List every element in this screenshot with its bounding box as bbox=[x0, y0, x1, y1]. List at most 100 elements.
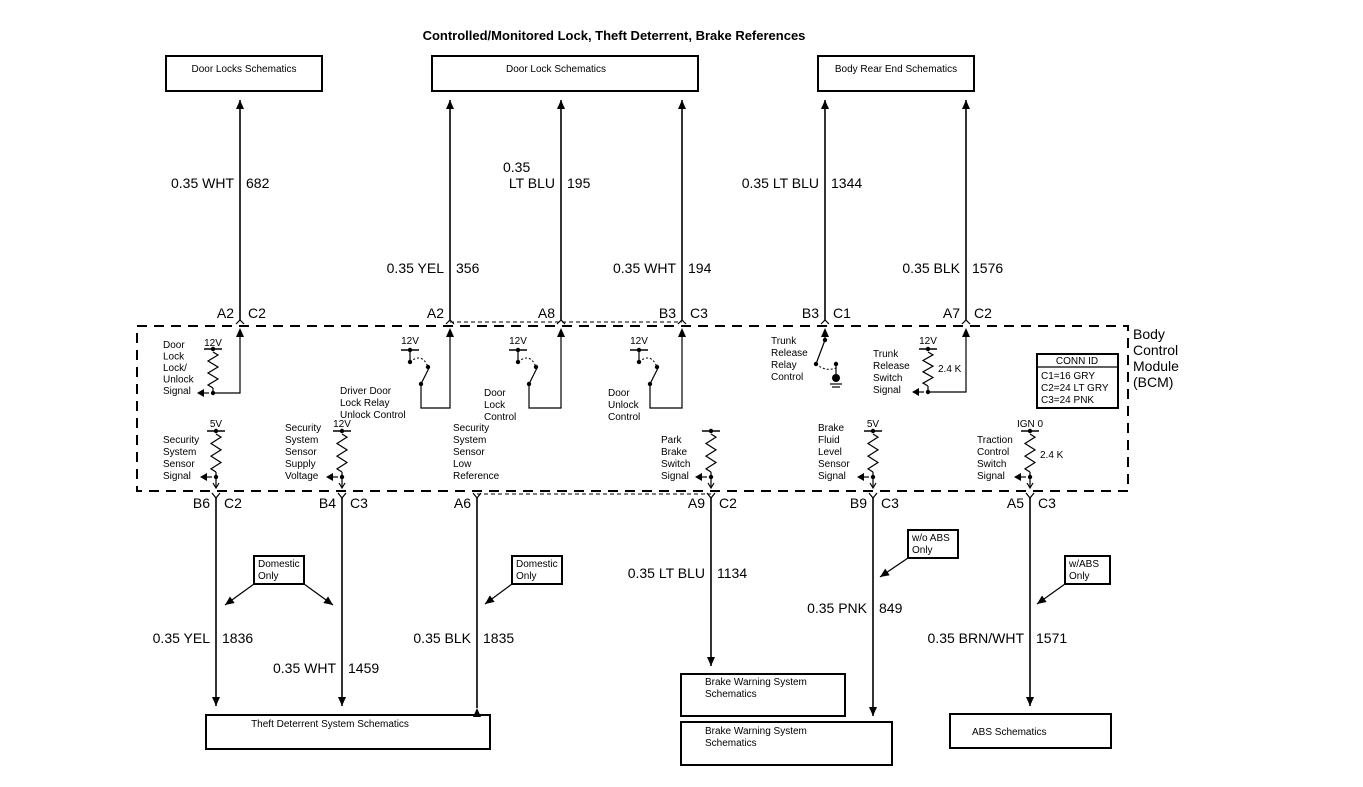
svg-text:Sensor: Sensor bbox=[163, 459, 195, 470]
conn-id-row: C3=24 PNK bbox=[1041, 395, 1094, 406]
pin-label: B4 bbox=[319, 495, 336, 511]
svg-text:Door: Door bbox=[484, 388, 506, 399]
svg-text:Security: Security bbox=[163, 435, 199, 446]
svg-text:Brake Warning System: Brake Warning System bbox=[705, 677, 807, 688]
conn-id-row: C2=24 LT GRY bbox=[1041, 383, 1109, 394]
top-box-door-lock[interactable]: Door Lock Schematics bbox=[431, 55, 699, 92]
circuit-number: 195 bbox=[567, 175, 591, 191]
svg-text:System: System bbox=[285, 435, 318, 446]
top-box-body-rear-end[interactable]: Body Rear End Schematics bbox=[817, 55, 975, 92]
svg-text:12V: 12V bbox=[509, 336, 527, 347]
circuit-number: 1835 bbox=[483, 630, 514, 646]
svg-text:Door: Door bbox=[163, 340, 185, 351]
svg-text:12V: 12V bbox=[919, 336, 937, 347]
svg-text:Switch: Switch bbox=[977, 459, 1006, 470]
wire-color: 0.35 LT BLU bbox=[742, 175, 819, 191]
svg-text:Control: Control bbox=[484, 412, 516, 423]
svg-text:Unlock Control: Unlock Control bbox=[340, 410, 406, 421]
svg-text:IGN 0: IGN 0 bbox=[1017, 419, 1044, 430]
svg-text:Signal: Signal bbox=[163, 471, 191, 482]
svg-text:Unlock: Unlock bbox=[163, 375, 195, 386]
wire-color: 0.35 WHT bbox=[613, 260, 676, 276]
bottom-box-brake-warning-1[interactable]: Brake Warning System Schematics bbox=[680, 673, 846, 717]
svg-text:Switch: Switch bbox=[873, 373, 902, 384]
conn-id-row: C1=16 GRY bbox=[1041, 371, 1095, 382]
bcm-boundary bbox=[136, 325, 1129, 492]
svg-text:Signal: Signal bbox=[977, 471, 1005, 482]
connector-label: C1 bbox=[833, 305, 851, 321]
svg-text:Traction: Traction bbox=[977, 435, 1013, 446]
circuit-number: 1576 bbox=[972, 260, 1003, 276]
svg-text:Body: Body bbox=[1133, 326, 1165, 342]
svg-text:Control: Control bbox=[977, 447, 1009, 458]
pin-label: B3 bbox=[659, 305, 676, 321]
pin-label: A8 bbox=[538, 305, 555, 321]
pin-label: A9 bbox=[688, 495, 705, 511]
svg-text:Park: Park bbox=[661, 435, 683, 446]
svg-text:Brake: Brake bbox=[818, 423, 845, 434]
connector-label: C2 bbox=[974, 305, 992, 321]
connector-label: C2 bbox=[248, 305, 266, 321]
svg-text:12V: 12V bbox=[333, 419, 351, 430]
svg-text:System: System bbox=[163, 447, 196, 458]
wire-color: 0.35 PNK bbox=[807, 600, 868, 616]
svg-text:Schematics: Schematics bbox=[705, 689, 757, 700]
svg-text:w/ABS: w/ABS bbox=[1068, 559, 1099, 570]
svg-text:Driver Door: Driver Door bbox=[340, 386, 392, 397]
bottom-box-theft-deterrent[interactable]: Theft Deterrent System Schematics bbox=[205, 714, 491, 750]
svg-text:Control: Control bbox=[608, 412, 640, 423]
svg-text:Door: Door bbox=[608, 388, 630, 399]
svg-text:Unlock: Unlock bbox=[608, 400, 640, 411]
pin-label: B9 bbox=[850, 495, 867, 511]
pin-label: A6 bbox=[454, 495, 471, 511]
svg-text:Level: Level bbox=[818, 447, 842, 458]
svg-text:Low: Low bbox=[453, 459, 472, 470]
svg-text:Only: Only bbox=[912, 545, 933, 556]
svg-text:Signal: Signal bbox=[661, 471, 689, 482]
svg-text:ABS Schematics: ABS Schematics bbox=[972, 727, 1046, 738]
bottom-box-brake-warning-2[interactable]: Brake Warning System Schematics bbox=[680, 721, 893, 766]
circuit-number: 1459 bbox=[348, 660, 379, 676]
svg-text:Trunk: Trunk bbox=[771, 336, 797, 347]
svg-text:12V: 12V bbox=[630, 336, 648, 347]
top-box-door-locks[interactable]: Door Locks Schematics bbox=[165, 55, 323, 92]
bottom-circuit-1835[interactable]: 0.35 BLK 1835 A6 bbox=[413, 492, 514, 717]
svg-text:Signal: Signal bbox=[873, 385, 901, 396]
wire-color: 0.35 LT BLU bbox=[628, 565, 705, 581]
svg-text:Theft Deterrent System Schemat: Theft Deterrent System Schematics bbox=[251, 719, 409, 730]
pin-label: B3 bbox=[802, 305, 819, 321]
svg-text:Control: Control bbox=[1133, 342, 1178, 358]
circuit-number: 194 bbox=[688, 260, 712, 276]
wire-color: 0.35 BLK bbox=[413, 630, 471, 646]
bottom-box-abs[interactable]: ABS Schematics bbox=[949, 713, 1112, 749]
circuit-number: 1134 bbox=[717, 565, 747, 581]
wire-color: 0.35 WHT bbox=[171, 175, 234, 191]
svg-text:5V: 5V bbox=[867, 419, 880, 430]
bcm-label: Body Control Module (BCM) bbox=[1133, 326, 1179, 390]
svg-text:12V: 12V bbox=[401, 336, 419, 347]
